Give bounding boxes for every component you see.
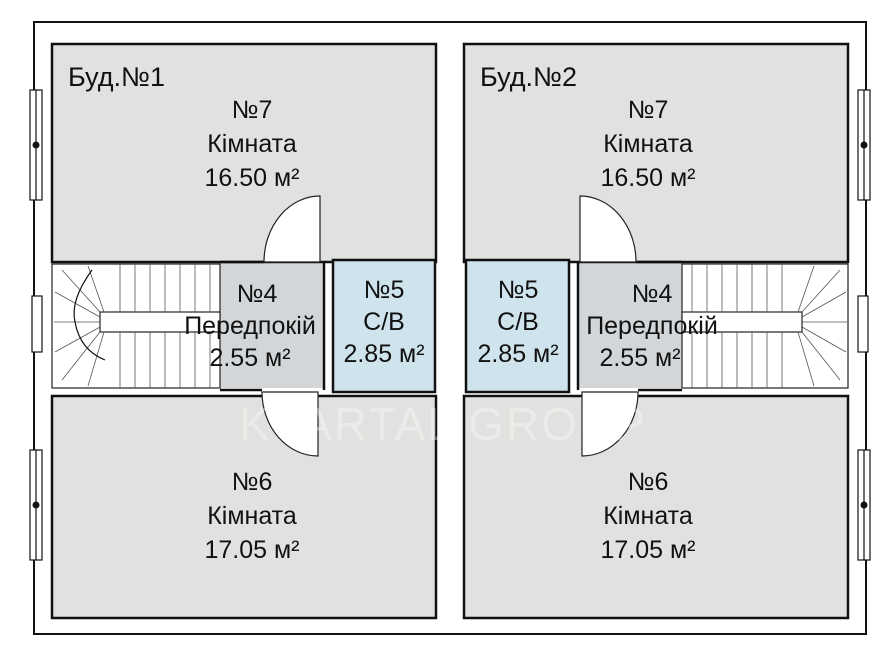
room-7-area-left: 16.50 м² xyxy=(204,164,299,192)
watermark: KVARTAL GROUP xyxy=(239,398,647,450)
room-5-name-right: С/В xyxy=(497,308,539,336)
room-5-number-right: №5 xyxy=(498,276,539,304)
interior-walls xyxy=(220,260,682,392)
room-4-number-left: №4 xyxy=(237,280,278,308)
room-5-area-right: 2.85 м² xyxy=(477,340,558,368)
room-6-area-left: 17.05 м² xyxy=(204,536,299,564)
room-4-name-left: Передпокій xyxy=(184,312,316,340)
room-6-area-right: 17.05 м² xyxy=(600,536,695,564)
room-6-right xyxy=(462,394,850,620)
room-6-number-left: №6 xyxy=(232,468,273,496)
staircase-left xyxy=(51,263,221,389)
room-4-area-right: 2.55 м² xyxy=(599,344,680,372)
door-swing-left-upper xyxy=(263,195,321,263)
hall-area-left xyxy=(220,262,324,388)
room-5-area-left: 2.85 м² xyxy=(343,340,424,368)
room-7-name-left: Кімната xyxy=(207,130,297,158)
room-5-right xyxy=(464,258,571,394)
door-swing-left-lower xyxy=(261,391,319,457)
windows-left-wall xyxy=(29,89,43,561)
room-6-number-right: №6 xyxy=(628,468,669,496)
building-title-2: Буд.№2 xyxy=(480,62,577,92)
room-5-number-left: №5 xyxy=(364,276,405,304)
room-5-name-left: С/В xyxy=(363,308,405,336)
staircase-right xyxy=(681,263,849,389)
room-7-number-left: №7 xyxy=(232,96,273,124)
room-5-left xyxy=(331,258,437,394)
room-4-name-right: Передпокій xyxy=(586,312,718,340)
windows-right-wall xyxy=(857,89,871,561)
room-4-area-left: 2.55 м² xyxy=(209,344,290,372)
room-7-name-right: Кімната xyxy=(603,130,693,158)
hall-area-right xyxy=(578,262,682,388)
room-6-left xyxy=(50,394,438,620)
room-6-name-right: Кімната xyxy=(603,502,693,530)
room-7-area-right: 16.50 м² xyxy=(600,164,695,192)
building-title-1: Буд.№1 xyxy=(68,62,165,92)
room-7-left xyxy=(50,42,438,264)
room-7-right xyxy=(462,42,850,264)
room-7-number-right: №7 xyxy=(628,96,669,124)
room-6-name-left: Кімната xyxy=(207,502,297,530)
room-4-number-right: №4 xyxy=(632,280,673,308)
door-swing-right-upper xyxy=(579,195,637,263)
door-swing-right-lower xyxy=(581,391,639,457)
